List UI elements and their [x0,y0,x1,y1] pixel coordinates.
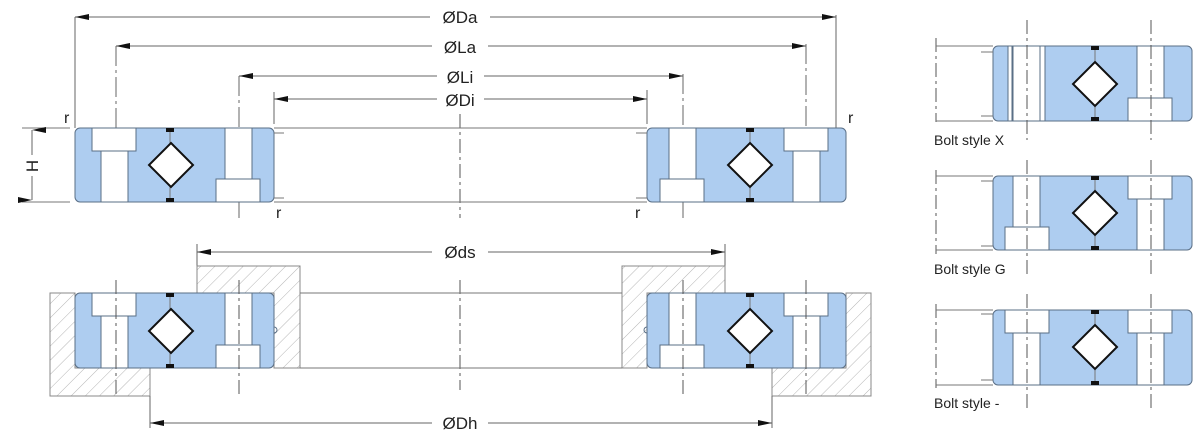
dimension-Dh: ØDh [149,396,773,433]
label-Di: ØDi [445,91,474,110]
label-Da: ØDa [443,8,479,27]
bearing-section-bottom-right [643,280,847,396]
radius-label-inner-right: r [635,205,641,222]
roller-icon [1071,60,1119,108]
bolt-style-x-label: Bolt style X [934,132,1005,148]
roller-icon [1071,323,1119,371]
radius-label-inner-left: r [276,205,282,222]
dimension-Da: ØDa [74,8,837,128]
bolt-style-none-diagram [935,294,1193,410]
dimension-H: H [18,127,46,203]
bearing-section-top-left [74,127,284,203]
radius-label-outer-left: r [64,110,70,127]
radius-label-outer-right: r [848,110,854,127]
dimension-La: ØLa [115,38,807,200]
roller-icon [726,141,774,189]
roller-icon [147,141,195,189]
roller-icon [147,307,195,355]
label-La: ØLa [444,38,477,57]
dimension-Di: ØDi [273,90,648,124]
dimension-ds: Øds [196,243,726,266]
bolt-style-none-label: Bolt style - [934,395,1000,411]
roller-icon [726,307,774,355]
bearing-section-bottom-left [74,280,278,396]
seal-bottom [166,198,174,202]
bolt-style-g-label: Bolt style G [934,261,1006,277]
bearing-section-top-right [636,127,847,203]
label-H: H [23,160,42,172]
label-ds: Øds [444,243,475,262]
bolt-style-x-diagram [935,20,1193,140]
bolt-style-g-diagram [935,160,1193,275]
label-Li: ØLi [447,68,473,87]
roller-icon [1071,189,1119,237]
seal-top [166,128,174,132]
label-Dh: ØDh [443,414,478,433]
